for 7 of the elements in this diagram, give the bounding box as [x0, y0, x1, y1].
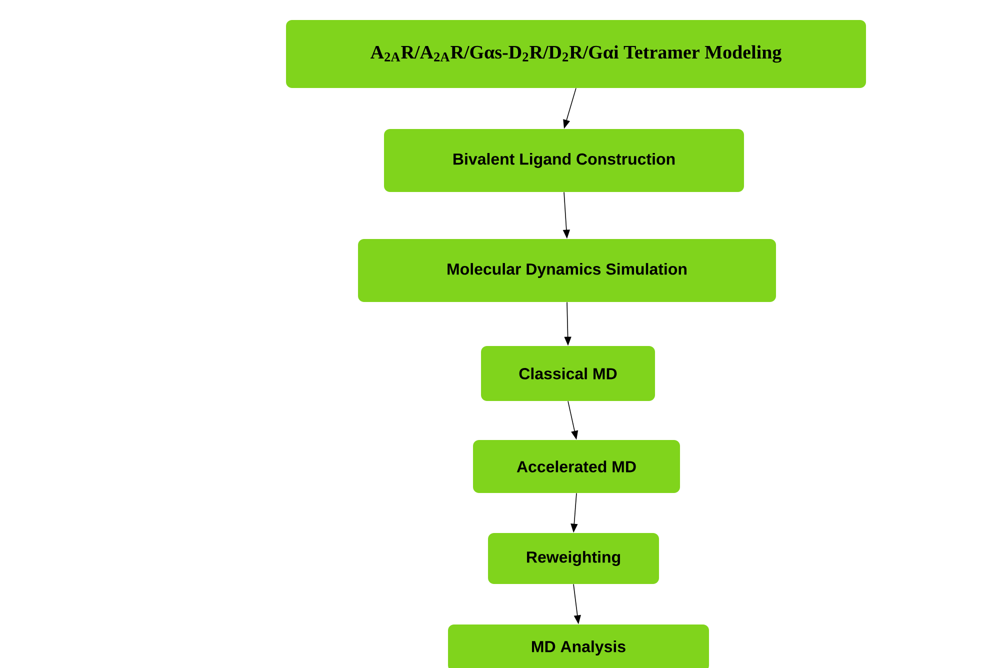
process-box: Bivalent Ligand Construction: [384, 129, 744, 192]
process-box: A$_{2A}$R/A$_{2A}$R/Gαs-D$_{2}$R/D$_{2}$R/Gαi Tetramer Modeling: [286, 20, 866, 88]
process-box: MD Analysis: [448, 624, 709, 668]
process-box: Reweighting: [488, 532, 659, 584]
process-box: Accelerated MD: [473, 440, 680, 493]
process-box: Classical MD: [481, 346, 655, 401]
process-box: Molecular Dynamics Simulation: [358, 238, 776, 302]
